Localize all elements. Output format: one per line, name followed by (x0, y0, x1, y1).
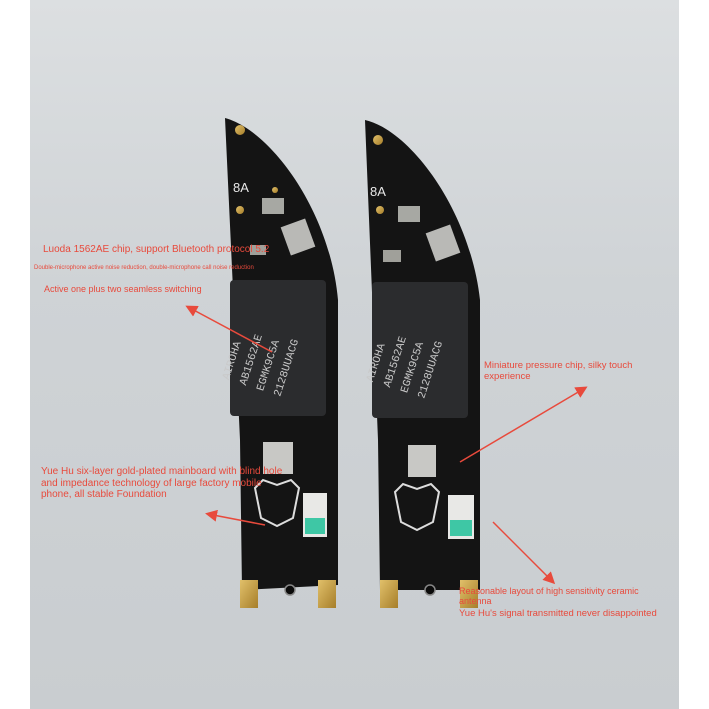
arrow-chip (185, 305, 273, 353)
annotation-antenna: Reasonable layout of high sensitivity ce… (459, 586, 639, 607)
annotation-chip-title: Luoda 1562AE chip, support Bluetooth pro… (43, 244, 270, 255)
annotation-chip-sub: Double-microphone active noise reduction… (34, 265, 254, 271)
annotation-mainboard: Yue Hu six-layer gold-plated mainboard w… (41, 466, 283, 500)
arrow-pressure (459, 386, 588, 463)
annotation-signal: Yue Hu's signal transmitted never disapp… (459, 608, 657, 619)
board-label-left: 8A (233, 180, 249, 195)
board-label-right: 8A (370, 184, 386, 199)
annotation-pressure: Miniature pressure chip, silky touch exp… (484, 360, 633, 382)
photo-background (30, 0, 679, 709)
arrow-mainboard (205, 509, 266, 526)
arrow-antenna (492, 521, 556, 585)
annotation-chip-switch: Active one plus two seamless switching (44, 284, 202, 294)
